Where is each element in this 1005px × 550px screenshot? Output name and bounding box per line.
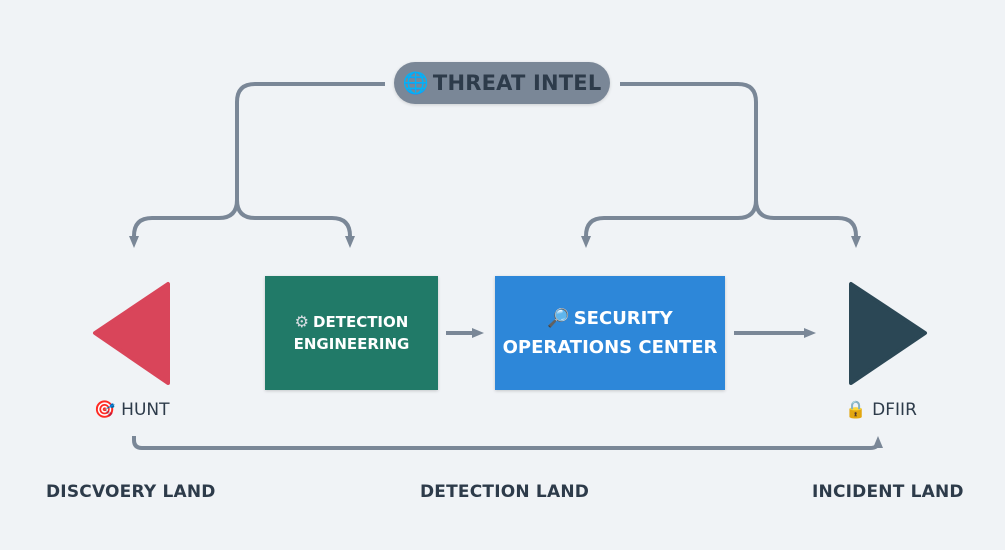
soc-line2: OPERATIONS CENTER: [502, 337, 718, 358]
intel-to-soc-arrow: [581, 199, 758, 248]
intel-to-right-branch-line: [620, 82, 758, 210]
intel-to-left-branch-line: [235, 82, 385, 210]
globe-icon: 🌐: [402, 70, 429, 95]
hunt-to-dfiir-arrow: [132, 436, 883, 450]
hunt-label: 🎯 HUNT: [94, 400, 170, 420]
dfiir-node-shape: [849, 282, 927, 385]
detection-land-label: DETECTION LAND: [420, 482, 590, 502]
soc-line1: SECURITY: [573, 308, 673, 329]
intel-to-detection-engineering-arrow: [235, 199, 355, 248]
detection-engineering-node: ⚙DETECTION ENGINEERING: [265, 276, 438, 390]
threat-intel-label: THREAT INTEL: [432, 71, 602, 95]
intel-to-dfiir-arrow: [754, 199, 861, 248]
hunt-node-shape: [93, 282, 170, 385]
hunt-label-text: HUNT: [121, 400, 170, 420]
security-operations-center-node: 🔎SECURITY OPERATIONS CENTER: [495, 276, 725, 390]
threat-intel-node: 🌐 THREAT INTEL: [394, 62, 610, 104]
gear-icon: ⚙: [294, 312, 310, 331]
intel-to-hunt-arrow: [129, 199, 239, 248]
dfiir-label: 🔒 DFIIR: [845, 400, 917, 420]
detection-engineering-line2: ENGINEERING: [293, 335, 410, 353]
magnifier-icon: 🔎: [547, 308, 570, 329]
incident-land-label: INCIDENT LAND: [812, 482, 964, 502]
target-icon: 🎯: [94, 400, 116, 420]
detection-engineering-line1: DETECTION: [313, 313, 409, 331]
lock-icon: 🔒: [845, 400, 867, 420]
discovery-land-label: DISCVOERY LAND: [46, 482, 216, 502]
dfiir-label-text: DFIIR: [872, 400, 917, 420]
